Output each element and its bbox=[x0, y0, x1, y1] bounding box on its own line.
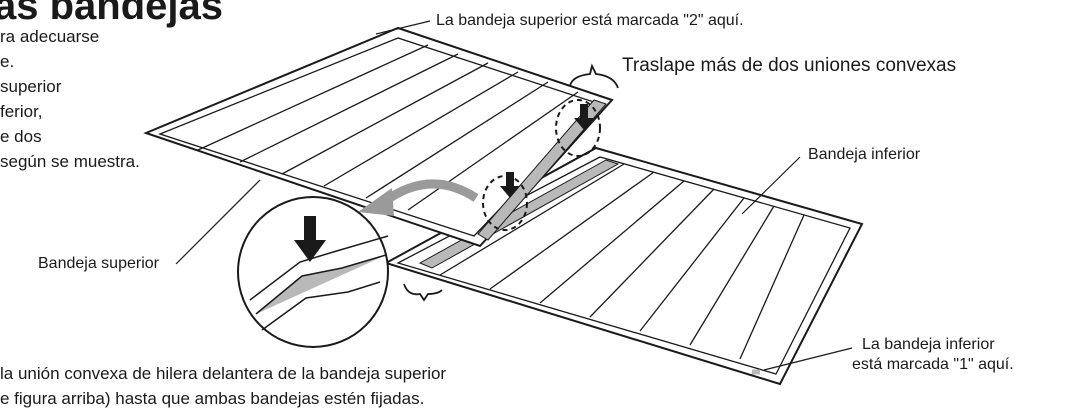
intro-line: e. bbox=[0, 52, 15, 71]
intro-line: ra adecuarse bbox=[0, 27, 100, 46]
label-lower-tray: Bandeja inferior bbox=[808, 146, 921, 163]
footer-line: e figura arriba) hasta que ambas bandeja… bbox=[0, 389, 425, 408]
intro-line: e dos bbox=[0, 127, 42, 146]
overlap-brace-top bbox=[569, 63, 619, 89]
zoom-arrow-icon bbox=[381, 179, 479, 206]
footer-line: la unión convexa de hilera delantera de … bbox=[0, 364, 447, 383]
overlap-brace-bottom bbox=[403, 283, 443, 302]
intro-line: superior bbox=[0, 77, 62, 96]
zoom-arrow-head bbox=[358, 188, 394, 216]
footer-paragraph: la unión convexa de hilera delantera de … bbox=[0, 361, 446, 411]
upper-overlap-band bbox=[477, 99, 607, 241]
label-bottom-mark-1: La bandeja inferior bbox=[862, 336, 995, 353]
label-bottom-mark-2: está marcada "1" aquí. bbox=[852, 356, 1014, 373]
label-upper-tray: Bandeja superior bbox=[38, 255, 159, 272]
dashed-circle bbox=[482, 175, 528, 231]
page-title: as bandejas bbox=[0, 0, 224, 28]
zoom-detail bbox=[237, 196, 389, 348]
press-arrow-icon bbox=[294, 216, 326, 262]
dashed-circle bbox=[555, 99, 601, 157]
label-top-mark: La bandeja superior está marcada "2" aqu… bbox=[436, 12, 744, 29]
upper-tray bbox=[143, 26, 614, 248]
press-arrow-icon bbox=[574, 104, 594, 130]
label-overlap: Traslape más de dos uniones convexas bbox=[622, 55, 957, 76]
intro-line: según se muestra. bbox=[0, 152, 140, 171]
lower-tray-ribs bbox=[439, 163, 805, 360]
intro-paragraph: ra adecuarse e. superior ferior, e dos s… bbox=[0, 24, 140, 174]
leader-lines bbox=[175, 20, 853, 371]
press-arrow-icon bbox=[500, 172, 520, 198]
upper-tray-ribs bbox=[197, 44, 579, 211]
intro-line: ferior, bbox=[0, 102, 43, 121]
tray-assembly-diagram bbox=[143, 20, 864, 386]
